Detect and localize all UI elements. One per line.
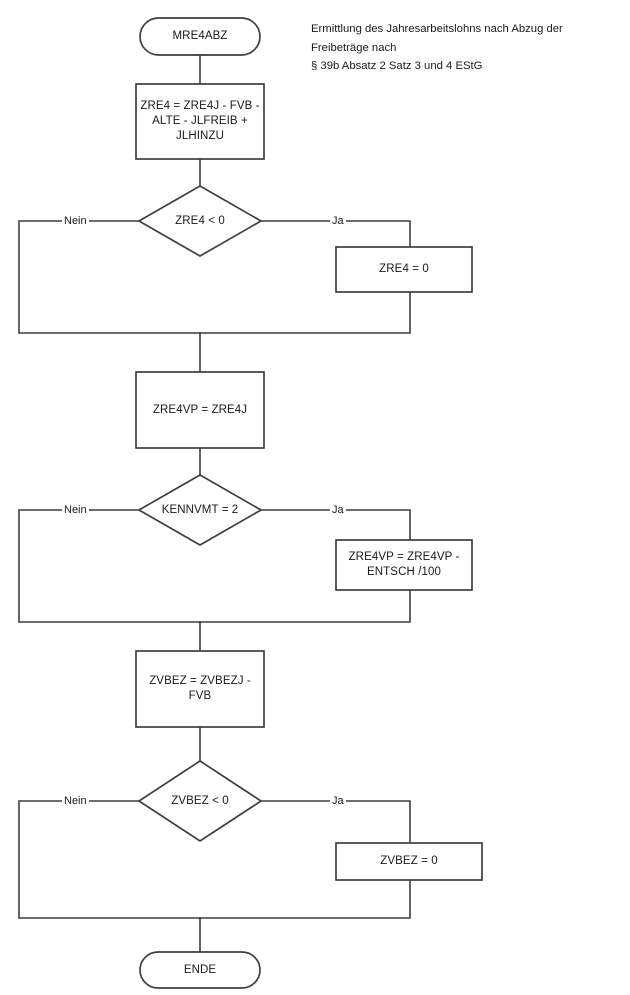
node-shape-zre4vp-set[interactable]: [135, 371, 265, 449]
edge-zre4-zero-to-merge: [199, 291, 411, 334]
node-shape-calc-zvbez[interactable]: [135, 650, 265, 728]
edge-label-zvbez-yes: Ja: [330, 795, 346, 807]
node-shape-check-zvbez[interactable]: [137, 759, 263, 843]
edge-kennvmt-yes-branch: [260, 509, 411, 541]
node-shape-zre4vp-adj[interactable]: [335, 539, 473, 591]
edge-label-zvbez-no: Nein: [62, 795, 89, 807]
edge-label-kennvmt-yes: Ja: [330, 504, 346, 516]
node-shape-zvbez-zero[interactable]: [335, 842, 483, 881]
edge-zvbez-zero-to-merge: [199, 879, 411, 919]
edge-zre4-yes-branch: [260, 220, 411, 248]
node-shape-check-zre4[interactable]: [137, 185, 263, 257]
node-shape-start[interactable]: [139, 17, 261, 56]
node-shape-zre4-zero[interactable]: [335, 246, 473, 293]
edge-label-zre4-no: Nein: [62, 215, 89, 227]
edge-zre4vp-adj-to-merge: [199, 589, 411, 623]
node-shape-calc-zre4[interactable]: [135, 83, 265, 160]
node-shape-check-kennvmt[interactable]: [137, 474, 263, 546]
edge-zvbez-yes-branch: [260, 800, 411, 844]
node-shape-end[interactable]: [139, 951, 261, 989]
edge-label-zre4-yes: Ja: [330, 215, 346, 227]
header-note: Ermittlung des Jahresarbeitslohns nach A…: [311, 23, 563, 72]
edge-label-kennvmt-no: Nein: [62, 504, 89, 516]
